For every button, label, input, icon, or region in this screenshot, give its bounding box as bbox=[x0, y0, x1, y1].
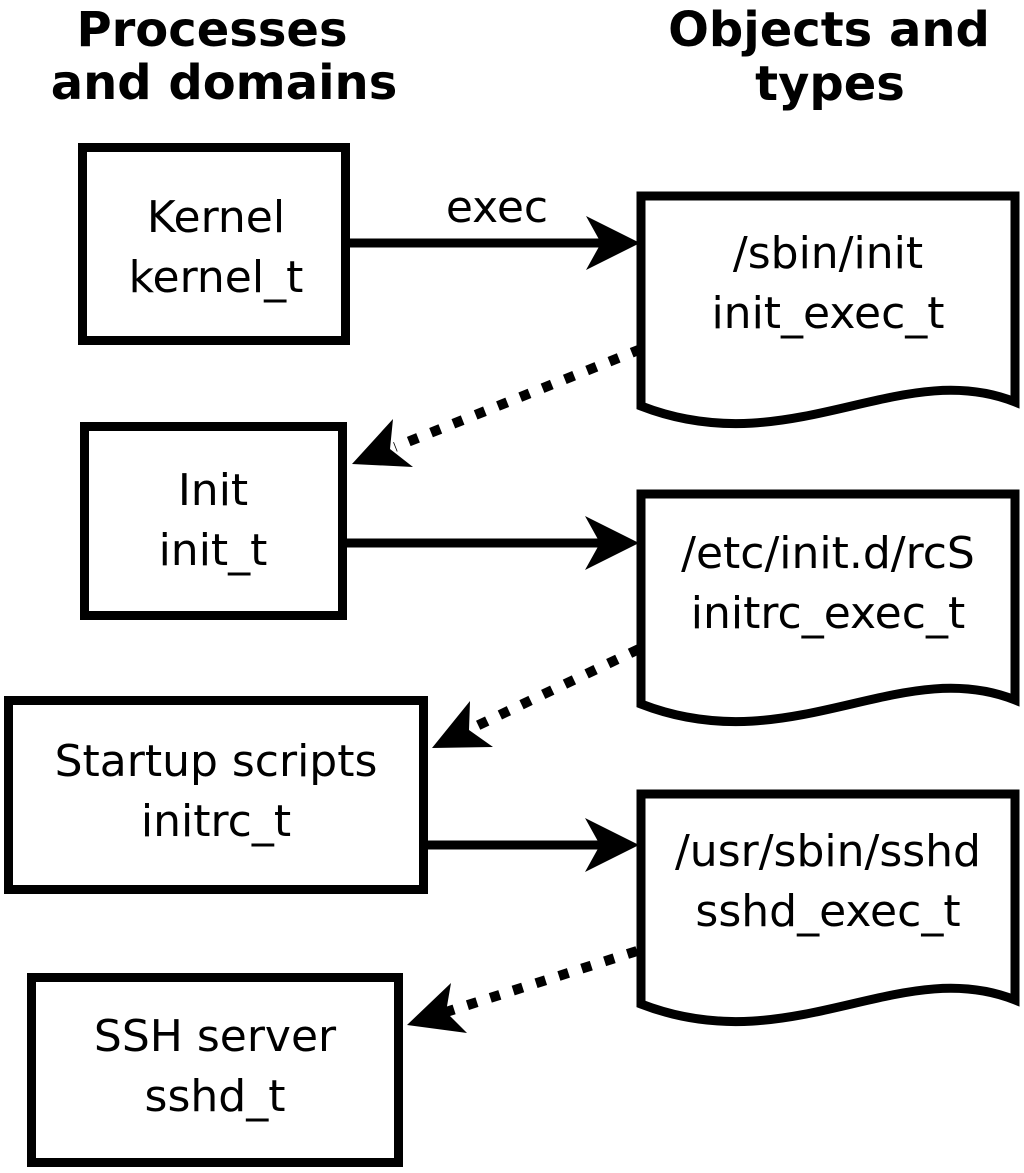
dotted-arrow-sbininit-to-init bbox=[352, 344, 643, 467]
document-shape bbox=[636, 191, 1020, 429]
object-type-label: init_exec_t bbox=[711, 288, 944, 339]
object-doc-etc-initd-rcs: /etc/init.d/rcS initrc_exec_t bbox=[636, 489, 1020, 727]
object-type-label: initrc_exec_t bbox=[691, 588, 965, 639]
solid-arrowhead bbox=[585, 516, 639, 570]
process-box bbox=[4, 696, 428, 894]
process-name-label: Startup scripts bbox=[55, 736, 378, 787]
left-heading-line2: and domains bbox=[51, 55, 398, 111]
dotted-arrow-rcs-to-initrc bbox=[432, 644, 642, 748]
right-heading-line1: Objects and bbox=[668, 2, 990, 58]
process-name-label: Init bbox=[178, 465, 248, 516]
solid-arrowhead bbox=[585, 818, 639, 872]
exec-arrow-label: exec bbox=[446, 182, 548, 233]
object-doc-sbin-init: /sbin/init init_exec_t bbox=[636, 191, 1020, 429]
solid-arrow-initrc-to-sshd bbox=[424, 818, 639, 872]
column-headings: Processes and domains Objects and types bbox=[51, 2, 990, 112]
process-box-ssh-server: SSH server sshd_t bbox=[27, 973, 403, 1167]
solid-arrow-init-to-rcs bbox=[343, 516, 639, 570]
process-box bbox=[80, 422, 347, 620]
dotted-arrow-line bbox=[463, 644, 642, 736]
solid-arrowhead bbox=[586, 216, 640, 270]
object-doc-usr-sbin-sshd: /usr/sbin/sshd sshd_exec_t bbox=[636, 789, 1020, 1027]
dotted-arrow-line bbox=[441, 946, 639, 1018]
process-box-init: Init init_t bbox=[80, 422, 347, 620]
dotted-arrowhead bbox=[432, 701, 493, 748]
dotted-arrow-sshdexec-to-sshd bbox=[407, 946, 639, 1033]
process-box-startup-scripts: Startup scripts initrc_t bbox=[4, 696, 428, 894]
dotted-arrowhead bbox=[352, 419, 413, 467]
object-path-label: /sbin/init bbox=[733, 228, 923, 279]
document-shape bbox=[636, 789, 1020, 1027]
right-heading-line2: types bbox=[755, 56, 905, 112]
process-name-label: SSH server bbox=[94, 1011, 337, 1062]
left-heading-line1: Processes bbox=[76, 2, 347, 58]
object-path-label: /usr/sbin/sshd bbox=[675, 826, 981, 877]
object-path-label: /etc/init.d/rcS bbox=[681, 528, 975, 579]
process-box-kernel: Kernel kernel_t bbox=[78, 143, 350, 345]
process-box bbox=[78, 143, 350, 345]
dotted-arrow-line bbox=[393, 344, 643, 452]
process-domain-label: kernel_t bbox=[129, 252, 304, 303]
process-domain-label: init_t bbox=[159, 525, 268, 576]
document-shape bbox=[636, 489, 1020, 727]
process-box bbox=[27, 973, 403, 1167]
process-domain-label: sshd_t bbox=[145, 1071, 286, 1122]
process-domain-label: initrc_t bbox=[141, 796, 291, 847]
process-name-label: Kernel bbox=[147, 192, 285, 243]
object-type-label: sshd_exec_t bbox=[695, 886, 960, 937]
solid-arrow-kernel-to-sbininit: exec bbox=[346, 182, 640, 270]
dotted-arrowhead bbox=[407, 983, 467, 1033]
